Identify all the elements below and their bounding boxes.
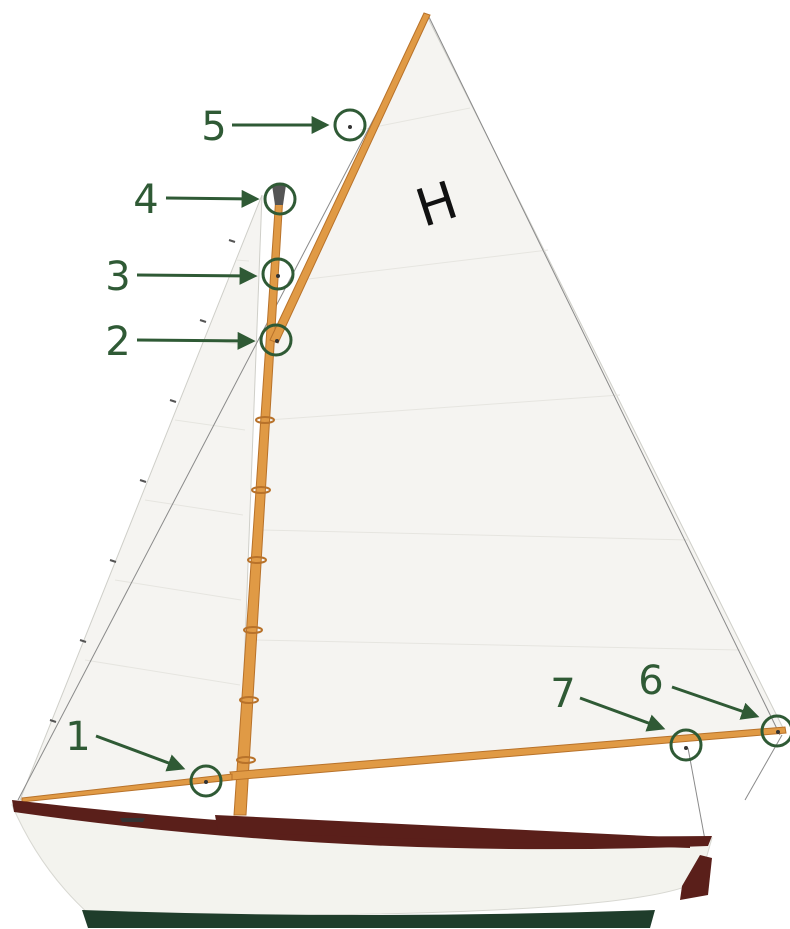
main-sail (245, 18, 784, 776)
callout-5 (232, 110, 365, 140)
callout-label-6: 6 (638, 658, 663, 704)
callout-label-4: 4 (133, 177, 158, 223)
jib-sail (20, 195, 262, 800)
masthead-fitting (272, 185, 286, 205)
callout-label-3: 3 (105, 254, 130, 300)
callout-label-2: 2 (105, 319, 130, 365)
callout-label-1: 1 (65, 714, 90, 760)
callout-label-5: 5 (201, 104, 226, 150)
arrow-right-icon (137, 275, 254, 276)
arrow-right-icon (137, 340, 252, 341)
deck-cleat (120, 818, 145, 822)
arrow-right-icon (166, 198, 256, 199)
callout-label-7: 7 (550, 671, 575, 717)
